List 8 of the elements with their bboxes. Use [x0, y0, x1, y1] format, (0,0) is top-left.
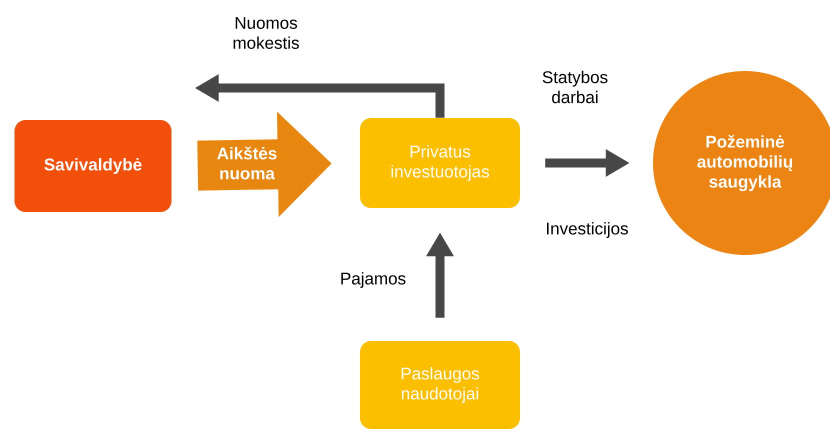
process-box: Privatus investuotojas	[360, 118, 520, 208]
edge-label: Statybos darbai	[542, 70, 608, 104]
edge-label: Pajamos	[341, 272, 406, 288]
note-label: Investicijos	[547, 222, 628, 238]
edge-label: Aikštės nuoma	[217, 146, 277, 180]
edge-label: Nuomos mokestis	[234, 17, 299, 49]
process-box: Paslaugos naudotojai	[360, 341, 520, 429]
process-box: Savivaldybė	[14, 120, 172, 212]
